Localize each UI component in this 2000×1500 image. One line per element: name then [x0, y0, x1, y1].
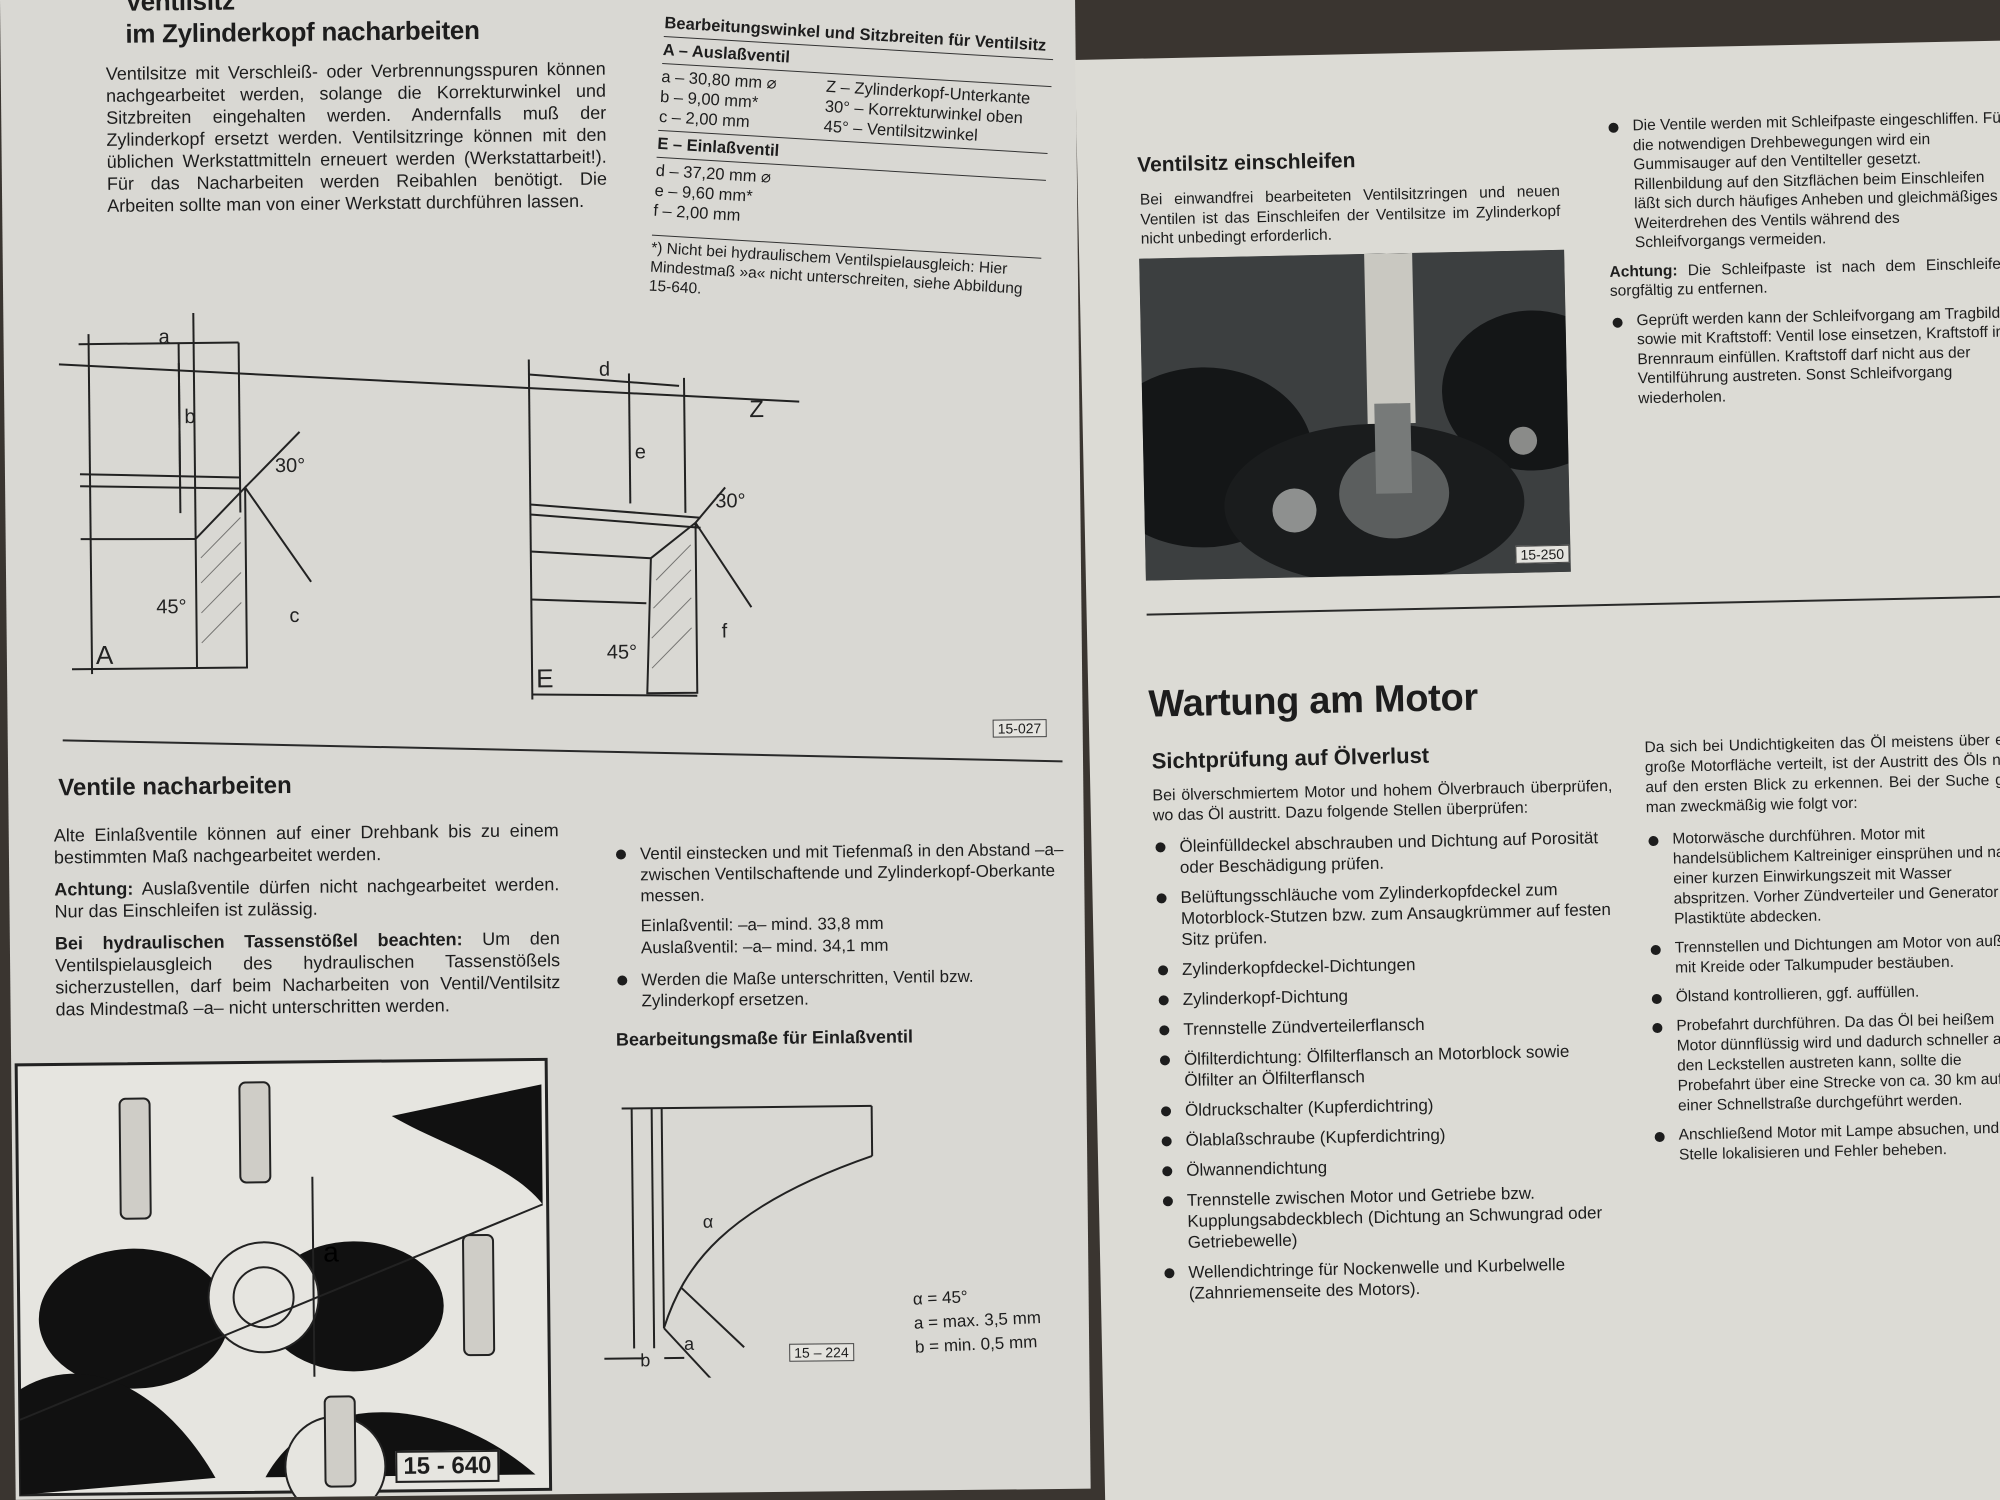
left-page: Ventilsitz im Zylinderkopf nacharbeiten … — [0, 0, 1091, 1500]
right-page: Ventilsitz einschleifen Bei einwandfrei … — [1075, 40, 2000, 1500]
sec1-body: Ventilsitze mit Verschleiß- oder Verbren… — [105, 58, 608, 216]
leak-item: Wellendichtringe für Nockenwelle und Kur… — [1162, 1253, 1623, 1305]
leak-item: Trennstelle Zündverteilerflansch — [1157, 1010, 1617, 1041]
dim-label-a: a — [684, 1334, 695, 1354]
search-item: Trennstellen und Dichtungen am Motor von… — [1649, 931, 2000, 979]
leak-item: Belüftungsschläuche vom Zylinderkopfdeck… — [1154, 878, 1615, 951]
right-sec1-col2: Die Ventile werden mit Schleifpaste eing… — [1606, 109, 2000, 418]
sec2-measurements: Einlaßventil: –a– mind. 33,8 mm Auslaßve… — [615, 911, 1065, 960]
leak-item: Trennstelle zwischen Motor und Getriebe … — [1161, 1181, 1622, 1254]
leak-item: Ölablaßschraube (Kupferdichtring) — [1159, 1121, 1619, 1152]
right-sec2-intro: Bei ölverschmiertem Motor und hohem Ölve… — [1152, 777, 1613, 825]
photo-illustration — [1139, 249, 1571, 581]
diag-code-640: 15 - 640 — [395, 1449, 500, 1483]
diag-label-d: d — [599, 359, 610, 381]
leak-search-list: Motorwäsche durchführen. Motor mit hande… — [1646, 822, 2000, 1166]
sec2-p1: Alte Einlaßventile können auf einer Dreh… — [53, 820, 559, 868]
sec2-p3-label: Bei hydraulischen Tassenstößel beachten: — [54, 929, 463, 954]
sec2-meas2: Auslaßventil: –a– mind. 34,1 mm — [640, 935, 889, 958]
head-label-a: a — [323, 1237, 339, 1268]
diag-label-e: e — [635, 441, 646, 463]
dim-label-b: b — [640, 1350, 650, 1370]
diag-label-z: Z — [749, 396, 764, 423]
leak-item: Ölfilterdichtung: Ölfilterflansch an Mot… — [1158, 1040, 1619, 1092]
right-sec2-subtitle: Sichtprüfung auf Ölverlust — [1151, 742, 1430, 774]
sec2-col2: Ventil einstecken und mit Tiefenmaß in d… — [614, 839, 1066, 1051]
right-sec1-note: Achtung: Die Schleifpaste ist nach dem E… — [1609, 254, 2000, 301]
diag-label-b: b — [184, 406, 195, 428]
right-sec2-title: Wartung am Motor — [1148, 676, 1479, 726]
dim-label-alpha: α — [703, 1212, 714, 1232]
sec2-bullet2: Werden die Maße unterschritten, Ventil b… — [615, 965, 1065, 1012]
diag-code-224: 15 – 224 — [789, 1343, 854, 1362]
sec2-sub-title: Bearbeitungsmaße für Einlaßventil — [615, 1026, 914, 1050]
sec2-p3: Bei hydraulischen Tassenstößel beachten:… — [55, 927, 561, 1020]
valve-seat-diagram: a b c d e f Z 30° 30° 45° 45° A E — [58, 312, 800, 700]
sec1-title-line1: Ventilsitz — [124, 0, 235, 17]
right-sec1-bullet1: Die Ventile werden mit Schleifpaste eing… — [1606, 109, 2000, 254]
sec2-p2-label: Achtung: — [54, 878, 134, 900]
diag-code-027: 15-027 — [992, 719, 1047, 738]
search-item: Probefahrt durchführen. Da das Öl bei he… — [1650, 1009, 2000, 1117]
valve-grinding-photo — [1139, 249, 1571, 581]
leak-item: Zylinderkopf-Dichtung — [1156, 980, 1616, 1011]
leak-item: Öldruckschalter (Kupferdichtring) — [1159, 1091, 1619, 1122]
search-item: Motorwäsche durchführen. Motor mit hande… — [1646, 822, 2000, 930]
search-item: Anschließend Motor mit Lampe absuchen, u… — [1652, 1118, 2000, 1166]
sec2-col1: Alte Einlaßventile können auf einer Dreh… — [54, 819, 561, 1020]
valve-dimension-diagram: b a α — [604, 1104, 874, 1379]
sec2-p2: Achtung: Auslaßventile dürfen nicht nach… — [54, 873, 559, 922]
leak-item: Zylinderkopfdeckel-Dichtungen — [1156, 950, 1616, 981]
right-sec2-col2: Da sich bei Undichtigkeiten das Öl meist… — [1644, 730, 2000, 1175]
right-sec2-col2-intro: Da sich bei Undichtigkeiten das Öl meist… — [1644, 731, 2000, 817]
valve-seat-table: Bearbeitungswinkel und Sitzbreiten für V… — [648, 13, 1054, 319]
right-sec1-bullet2: Geprüft werden kann der Schleifvorgang a… — [1610, 303, 2000, 409]
right-sec1-title: Ventilsitz einschleifen — [1136, 149, 1356, 177]
sec2-bullet1: Ventil einstecken und mit Tiefenmaß in d… — [614, 839, 1065, 907]
leak-item: Ölwannendichtung — [1160, 1151, 1620, 1182]
photo-code: 15-250 — [1515, 544, 1570, 564]
diag-label-c: c — [289, 605, 299, 627]
diag-label-a: a — [158, 326, 170, 348]
right-sec2-col1: Bei ölverschmiertem Motor und hohem Ölve… — [1152, 777, 1623, 1314]
cylinder-head-drawing: a — [14, 1057, 553, 1500]
dim-b-min: b = min. 0,5 mm — [914, 1332, 1038, 1357]
dim-values: α = 45° a = max. 3,5 mm b = min. 0,5 mm — [912, 1282, 1042, 1360]
sec2-title: Ventile nacharbeiten — [58, 771, 292, 802]
diag-angle-45-e: 45° — [607, 641, 637, 663]
leak-check-list: Öleinfülldeckel abschrauben und Dichtung… — [1153, 827, 1623, 1305]
diag-label-f: f — [722, 620, 728, 642]
sec1-title-line2: im Zylinderkopf nacharbeiten — [125, 14, 480, 49]
right-sec1-body: Bei einwandfrei bearbeiteten Ventilsitzr… — [1139, 182, 1561, 248]
right-divider — [1146, 595, 2000, 616]
search-item: Ölstand kontrollieren, ggf. auffüllen. — [1650, 980, 2000, 1008]
diag-angle-30-a: 30° — [275, 455, 305, 477]
right-sec1-note-label: Achtung: — [1609, 261, 1678, 281]
diag-letter-a: A — [96, 640, 114, 670]
diag-angle-45-a: 45° — [156, 596, 186, 618]
leak-item: Öleinfülldeckel abschrauben und Dichtung… — [1153, 827, 1614, 879]
diag-angle-30-e: 30° — [715, 490, 745, 512]
diag-letter-e: E — [536, 663, 554, 693]
